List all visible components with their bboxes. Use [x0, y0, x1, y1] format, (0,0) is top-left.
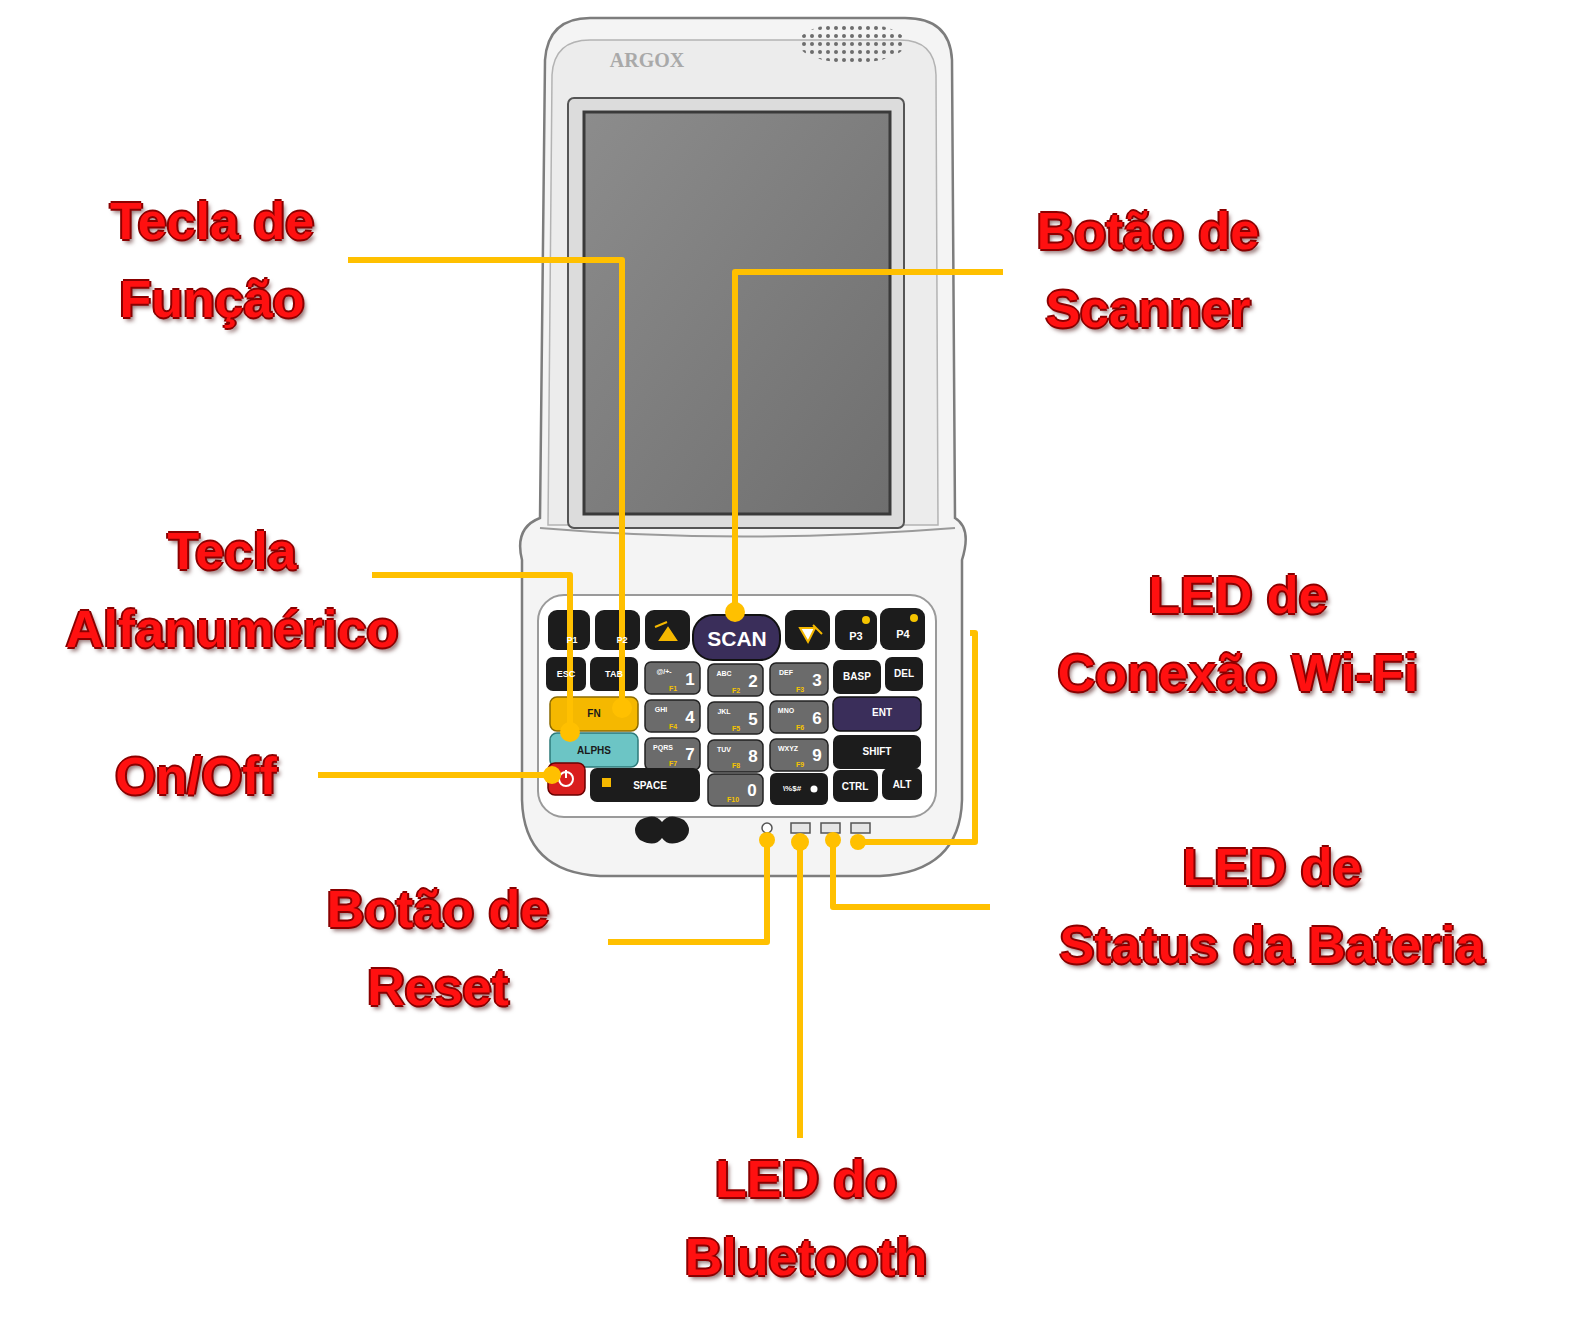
callout-line: LED do [685, 1140, 928, 1218]
callout-line: Tecla [66, 512, 398, 590]
key-label: \%$# [783, 785, 801, 793]
key-label: ENT [872, 708, 892, 718]
key-label: ALT [893, 780, 912, 790]
key-label: P4 [896, 629, 909, 640]
key-label: P3 [849, 631, 862, 642]
key-label: MNO [778, 707, 794, 714]
key-label: F1 [669, 685, 677, 692]
callout-line: Conexão Wi-Fi [1058, 634, 1419, 712]
key-label: 0 [747, 782, 756, 799]
key-label: 3 [812, 672, 821, 689]
callout-line: Função [110, 260, 314, 338]
key-label: F8 [732, 762, 740, 769]
callout-line: Status da Bateria [1060, 906, 1485, 984]
key-label: F6 [796, 724, 804, 731]
callout-line: Botão de [327, 870, 549, 948]
key-label: JKL [717, 708, 730, 715]
callout-label: Botão de Scanner [1037, 192, 1259, 348]
key-label: P1 [566, 636, 577, 645]
brand-logo: ARGOX [610, 50, 684, 70]
callout-line: LED de [1060, 828, 1485, 906]
key-label: ALPHS [577, 746, 611, 756]
callout-label: LED de Conexão Wi-Fi [1058, 556, 1419, 712]
callout-line: Alfanumérico [66, 590, 398, 668]
key-label: F4 [669, 723, 677, 730]
key-label: @/+- [656, 668, 671, 675]
key-label: F2 [732, 687, 740, 694]
key-label: F5 [732, 725, 740, 732]
key-label: TAB [605, 670, 623, 679]
callout-line: Scanner [1037, 270, 1259, 348]
key-label: DEF [779, 669, 793, 676]
key-label: 9 [812, 747, 821, 764]
callout-line: Botão de [1037, 192, 1259, 270]
key-label: ABC [716, 670, 731, 677]
callout-label: LED de Status da Bateria [1060, 828, 1485, 984]
key-label: F10 [727, 796, 739, 803]
key-label: F3 [796, 686, 804, 693]
callout-line: Tecla de [110, 182, 314, 260]
key-label: F9 [796, 761, 804, 768]
key-label: SHIFT [863, 747, 892, 757]
key-label: ESC [557, 670, 576, 679]
key-label: 5 [748, 711, 757, 728]
callout-line: LED de [1058, 556, 1419, 634]
key-label: 4 [685, 709, 694, 726]
callout-line: Reset [327, 948, 549, 1026]
key-label: WXYZ [778, 745, 798, 752]
callout-label: LED do Bluetooth [685, 1140, 928, 1296]
callout-label: Botão de Reset [327, 870, 549, 1026]
callout-label: Tecla de Função [110, 182, 314, 338]
key-label: CTRL [842, 782, 869, 792]
key-label: PQRS [653, 744, 673, 751]
callout-label: On/Off [115, 737, 277, 815]
key-label: 1 [685, 671, 694, 688]
key-label: F7 [669, 760, 677, 767]
key-label: 2 [748, 673, 757, 690]
key-label: P2 [616, 636, 627, 645]
callout-label: Tecla Alfanumérico [66, 512, 398, 668]
key-label: FN [587, 709, 600, 719]
key-label: GHI [655, 706, 667, 713]
key-label: DEL [894, 669, 914, 679]
key-label: 8 [748, 748, 757, 765]
key-label: 6 [812, 710, 821, 727]
key-label: 7 [685, 746, 694, 763]
key-label: SCAN [707, 628, 767, 649]
callout-line: Bluetooth [685, 1218, 928, 1296]
key-label: TUV [717, 746, 731, 753]
key-label: SPACE [633, 781, 667, 791]
key-label: BASP [843, 672, 871, 682]
